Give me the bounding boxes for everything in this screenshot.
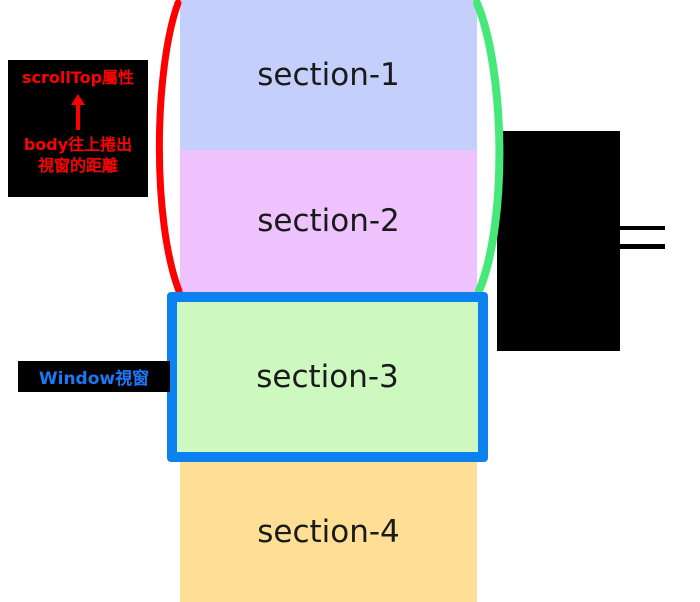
section-block-1: section-1 bbox=[180, 0, 477, 150]
scrolltop-title-text: scrollTop屬性 bbox=[21, 68, 135, 87]
up-arrow-icon bbox=[71, 94, 85, 130]
scrolltop-desc-line-1: body往上捲出 bbox=[23, 135, 133, 154]
section-block-2: section-2 bbox=[180, 150, 477, 292]
section-1-label: section-1 bbox=[257, 57, 400, 93]
window-viewport-frame: section-3 bbox=[167, 292, 488, 462]
window-label-text: Window視窗 bbox=[38, 369, 150, 389]
scrolltop-annotation-box: scrollTop屬性 body往上捲出 視窗的距離 bbox=[8, 60, 148, 197]
left-red-curve bbox=[155, 0, 183, 295]
window-label-box: Window視窗 bbox=[18, 361, 170, 392]
section-block-3: section-3 bbox=[177, 302, 478, 452]
right-annotation-white-bar bbox=[620, 230, 665, 244]
section-2-label: section-2 bbox=[257, 203, 400, 239]
section-3-label: section-3 bbox=[256, 359, 399, 395]
section-4-label: section-4 bbox=[257, 514, 400, 550]
scrolltop-desc-line-2: 視窗的距離 bbox=[37, 156, 118, 175]
section-block-4: section-4 bbox=[180, 462, 477, 602]
